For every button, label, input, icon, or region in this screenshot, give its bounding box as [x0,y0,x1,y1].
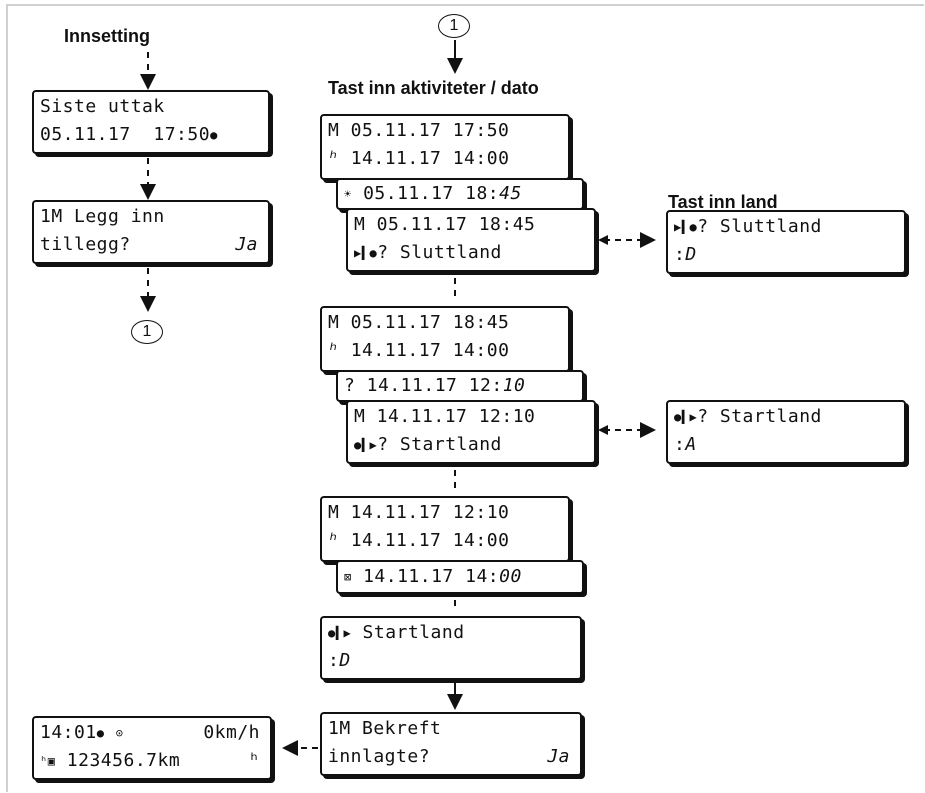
display-group3-back3: ⊠ 14.11.17 14:00 [336,560,584,594]
end-country-icon: ▶▍● [674,220,698,234]
country-code: D [685,244,697,265]
display-line-1: ●▍▶ Startland [328,623,465,643]
figure-frame [6,4,924,792]
rest-icon: ʰ [328,530,340,551]
display-group1-front: M 05.11.17 18:45 ▶▍●? Sluttland [346,208,596,272]
country-code: A [685,434,697,455]
display-group2-front: M 14.11.17 12:10 ●▍▶? Startland [346,400,596,464]
display-line-1: M 05.11.17 18:45 [328,312,510,333]
prompt: ? Sluttland [377,242,502,263]
display-standard: 14:01● ⊙ 0km/h ʰ▣ 123456.7km ʰ [32,716,272,780]
display-line-1: 1M Legg inn [40,206,165,227]
display-line-1: 1M Bekreft [328,718,442,739]
display-line-2: ʰ▣ 123456.7km [40,751,180,771]
display-line-2: ▶▍●? Sluttland [354,243,502,263]
display-line-1: Siste uttak [40,96,165,117]
display-line-1: M 05.11.17 18:45 [354,214,536,235]
display-group2-back3: ? 14.11.17 12:10 [336,370,584,402]
display-line-1: ●▍▶? Startland [674,407,822,427]
connector-1-bottom: 1 [131,320,163,344]
unknown-period-icon: ⊠ [344,570,352,584]
display-line-1: ⊠ 14.11.17 14:00 [344,567,522,587]
card-icon: ʰ▣ [40,754,56,768]
prompt: ? Sluttland [697,216,822,237]
display-line-1: ▶▍●? Sluttland [674,217,822,237]
display-line-1: 14:01● ⊙ [40,723,124,743]
display-confirm-entries: 1M Bekreft innlagte? Ja [320,712,582,776]
display-line-2: ●▍▶? Startland [354,435,502,455]
timestamp: 05.11.17 17:50 [40,124,211,145]
display-last-withdrawal: Siste uttak 05.11.17 17:50● [32,90,270,154]
datetime: 14.11.17 14: [363,566,500,587]
connector-1-top: 1 [438,14,470,38]
display-line-2: 05.11.17 17:50● [40,125,218,145]
datetime-minutes: 45 [499,183,522,204]
datetime-minutes: 00 [499,566,522,587]
display-end-country: ▶▍●? Sluttland :D [666,210,906,274]
display-line-2: :D [328,650,351,671]
datetime: 14.11.17 14:00 [350,340,510,361]
time: 14:01 [40,722,97,743]
heading-insertion: Innsetting [64,26,150,46]
display-line-1: M 05.11.17 17:50 [328,120,510,141]
datetime: 05.11.17 18: [363,183,500,204]
label: Startland [362,622,465,643]
ferry-icon: ● [210,128,218,142]
datetime: 14.11.17 14:00 [350,148,510,169]
start-country-icon: ●▍▶ [328,626,352,640]
speed: 0km/h [203,722,260,743]
prompt: ? Startland [377,434,502,455]
country-code: D [339,650,351,671]
display-line-2: tillegg? [40,234,131,255]
rest-icon: ʰ [328,148,340,169]
display-group1-back3: ☀ 05.11.17 18:45 [336,178,584,210]
display-start-country: ●▍▶? Startland :A [666,400,906,464]
display-line-2: :A [674,434,697,455]
rest-period-icon: ☀ [344,187,352,201]
display-line-1: ☀ 05.11.17 18:45 [344,184,522,204]
display-load-additions: 1M Legg inn tillegg? Ja [32,200,270,264]
display-line-2: ʰ 14.11.17 14:00 [328,341,509,361]
odometer: 123456.7km [66,750,181,771]
ferry-icon: ● [96,726,105,740]
rest-icon: ʰ [328,340,340,361]
display-group3-back1: M 14.11.17 12:10 ʰ 14.11.17 14:00 [320,496,570,562]
heading-enter-activities: Tast inn aktiviteter / dato [328,78,539,98]
rest-icon: ʰ [248,750,260,771]
display-line-1: M 14.11.17 12:10 [328,502,510,523]
display-group1-back1: M 05.11.17 17:50 ʰ 14.11.17 14:00 [320,114,570,180]
start-country-icon: ●▍▶ [674,410,698,424]
display-group2-back1: M 05.11.17 18:45 ʰ 14.11.17 14:00 [320,306,570,372]
heading-enter-country: Tast inn land [668,192,778,212]
answer-yes: Ja [235,234,258,255]
answer-yes: Ja [547,746,570,767]
datetime-minutes: 10 [502,375,526,396]
display-start-country-confirmed: ●▍▶ Startland :D [320,616,582,680]
start-country-icon: ●▍▶ [354,438,378,452]
display-line-2: ʰ 14.11.17 14:00 [328,149,509,169]
prompt: ? Startland [697,406,822,427]
display-line-2: innlagte? [328,746,431,767]
datetime: ? 14.11.17 12: [344,375,503,396]
driving-icon: ⊙ [115,726,124,740]
end-country-icon: ▶▍● [354,246,378,260]
datetime: 14.11.17 14:00 [350,530,510,551]
display-line-2: ʰ 14.11.17 14:00 [328,531,509,551]
display-line-1: M 14.11.17 12:10 [354,406,536,427]
display-line-2: :D [674,244,697,265]
display-line-1: ? 14.11.17 12:10 [344,376,525,396]
